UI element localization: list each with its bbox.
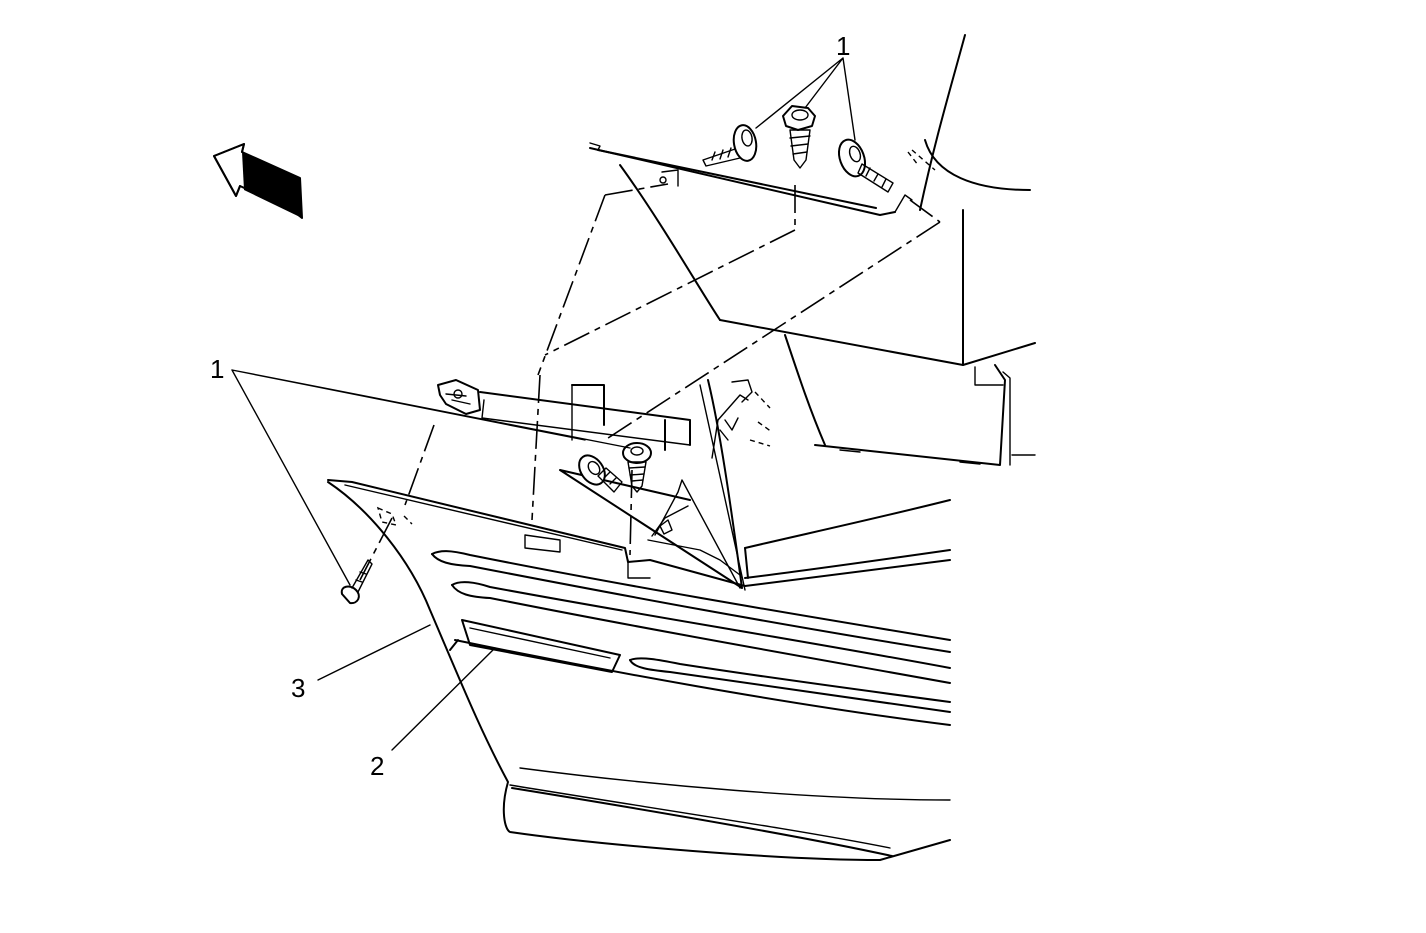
callout-1-top-label: 1	[836, 31, 850, 61]
lower-screw-icon	[622, 442, 652, 493]
callout-3-label: 3	[291, 673, 305, 703]
fascia-grooves	[431, 550, 951, 857]
lower-push-pin-icon	[578, 454, 623, 493]
callout-1-left-leaders	[231, 369, 631, 586]
body-fender-structure	[619, 34, 1036, 466]
callout-1-top-leaders	[755, 57, 856, 141]
upper-bolt-center-icon	[782, 105, 816, 169]
bumper-fascia	[327, 479, 951, 861]
upper-mounting-bracket	[589, 142, 936, 216]
side-screw-icon	[340, 559, 373, 605]
front-direction-arrow-icon	[213, 143, 303, 219]
side-reflector	[461, 619, 621, 673]
callout-leaders-2-3	[317, 624, 496, 751]
upper-push-pin-left-icon	[702, 124, 758, 167]
installation-guide-lines	[359, 183, 941, 581]
callout-1-left-label: 1	[210, 354, 224, 384]
callout-2-label: 2	[370, 751, 384, 781]
upper-push-pin-right-icon	[837, 138, 894, 193]
